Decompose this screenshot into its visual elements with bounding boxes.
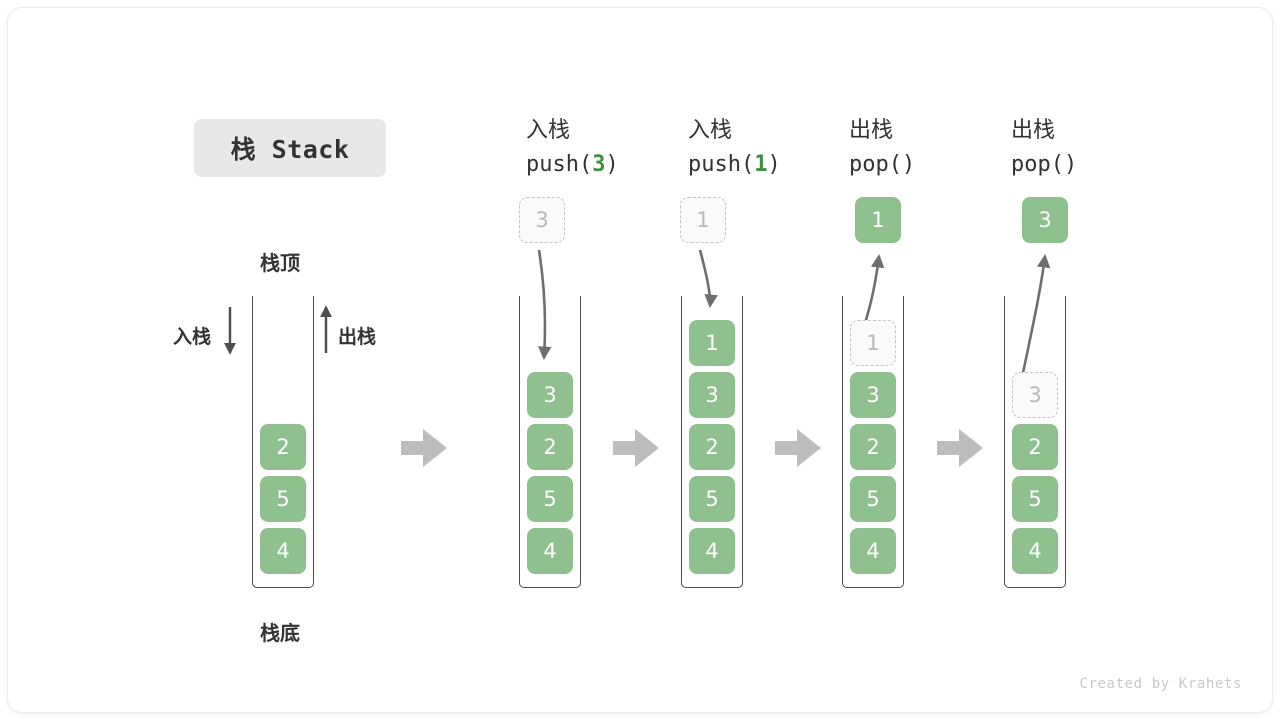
removed-cell-ghost: 3 xyxy=(1012,372,1058,418)
column-heading-code: pop() xyxy=(1011,148,1077,182)
popped-value-1: 1 xyxy=(855,197,901,243)
diagram-card: 栈 Stack 入栈 push(3) 入栈 push(1) 出栈 pop() 出… xyxy=(8,8,1272,712)
page-title-text: 栈 Stack xyxy=(230,135,350,164)
column-heading-pop-1: 出栈 pop() xyxy=(849,114,915,182)
removed-cell-ghost: 1 xyxy=(850,320,896,366)
stack-cell: 4 xyxy=(689,528,735,574)
watermark: Created by Krahets xyxy=(1079,676,1242,692)
stack-cell: 5 xyxy=(689,476,735,522)
stack-cell: 2 xyxy=(527,424,573,470)
code-suffix: ) xyxy=(901,152,916,177)
stack-cell: 3 xyxy=(689,372,735,418)
column-heading-push-3: 入栈 push(3) xyxy=(526,114,619,182)
vector-overlay xyxy=(224,249,1051,467)
column-heading-zh: 入栈 xyxy=(526,118,571,143)
code-prefix: push( xyxy=(526,152,593,177)
popped-value-3: 3 xyxy=(1022,197,1068,243)
stack-cell: 5 xyxy=(260,476,306,522)
stack-cell: 5 xyxy=(850,476,896,522)
stack-cell: 1 xyxy=(689,320,735,366)
code-prefix: push( xyxy=(688,152,755,177)
stack-frame-push-1 xyxy=(681,296,743,588)
step-arrow-3 xyxy=(775,429,821,467)
stack-frame-push-3 xyxy=(519,296,581,588)
stack-cell: 4 xyxy=(527,528,573,574)
step-arrow-2 xyxy=(613,429,659,467)
column-heading-zh: 出栈 xyxy=(1011,118,1056,143)
stack-cell: 2 xyxy=(689,424,735,470)
floating-value-push-1: 1 xyxy=(680,197,726,243)
column-heading-code: pop() xyxy=(849,148,915,182)
column-heading-pop-2: 出栈 pop() xyxy=(1011,114,1077,182)
stack-cell: 4 xyxy=(260,528,306,574)
column-heading-code: push(1) xyxy=(688,148,781,182)
code-suffix: ) xyxy=(605,152,619,177)
stack-top-label: 栈顶 xyxy=(260,251,300,275)
stack-frame-initial xyxy=(252,296,314,588)
stack-cell: 2 xyxy=(1012,424,1058,470)
stack-frame-pop-1 xyxy=(842,296,904,588)
stack-cell: 5 xyxy=(1012,476,1058,522)
push-side-label: 入栈 xyxy=(173,326,212,348)
column-heading-zh: 出栈 xyxy=(849,118,894,143)
pop-side-label: 出栈 xyxy=(338,326,377,348)
code-suffix: ) xyxy=(1063,152,1078,177)
stack-cell: 2 xyxy=(260,424,306,470)
stack-cell: 5 xyxy=(527,476,573,522)
code-prefix: pop( xyxy=(849,152,902,177)
code-suffix: ) xyxy=(767,152,781,177)
floating-value-push-3: 3 xyxy=(519,197,565,243)
stack-cell: 3 xyxy=(527,372,573,418)
stack-cell: 4 xyxy=(850,528,896,574)
code-arg: 1 xyxy=(754,152,768,177)
diagram-stage: 栈 Stack 入栈 push(3) 入栈 push(1) 出栈 pop() 出… xyxy=(8,8,1272,712)
stack-cell: 3 xyxy=(850,372,896,418)
column-heading-push-1: 入栈 push(1) xyxy=(688,114,781,182)
code-arg: 3 xyxy=(592,152,606,177)
stack-cell: 2 xyxy=(850,424,896,470)
page-title: 栈 Stack xyxy=(194,119,386,177)
stack-frame-pop-2 xyxy=(1004,296,1066,588)
code-prefix: pop( xyxy=(1011,152,1064,177)
stack-bottom-label: 栈底 xyxy=(260,621,300,645)
step-arrow-1 xyxy=(401,429,447,467)
column-heading-zh: 入栈 xyxy=(688,118,733,143)
column-heading-code: push(3) xyxy=(526,148,619,182)
step-arrow-4 xyxy=(937,429,983,467)
stack-cell: 4 xyxy=(1012,528,1058,574)
